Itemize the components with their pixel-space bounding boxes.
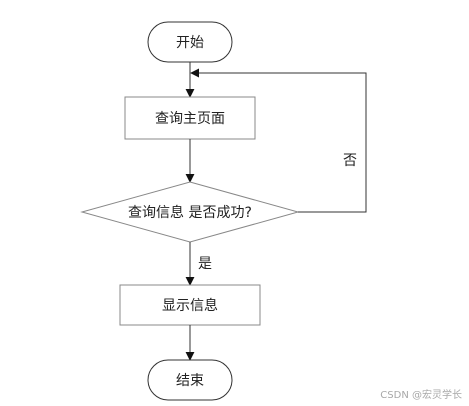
decision-node-label: 查询信息 是否成功? [128, 204, 252, 221]
start-node-label: 开始 [176, 35, 204, 51]
show-info-node-shape [119, 284, 261, 326]
show-info-node: 显示信息 [119, 284, 261, 326]
decision-node: 查询信息 是否成功? [80, 181, 300, 243]
query-home-node-label: 查询主页面 [155, 111, 225, 127]
query-home-node-shape [124, 96, 256, 140]
end-node: 结束 [147, 359, 233, 401]
edge-yes-label: 是 [198, 256, 212, 272]
start-node: 开始 [147, 21, 233, 63]
end-node-shape [147, 359, 233, 401]
end-node-label: 结束 [176, 373, 204, 389]
watermark: CSDN @宏灵学长 [380, 388, 462, 401]
show-info-node-label: 显示信息 [162, 297, 218, 314]
query-home-node: 查询主页面 [124, 96, 256, 140]
edge-no-label: 否 [343, 153, 357, 169]
edge-no [190, 68, 367, 213]
